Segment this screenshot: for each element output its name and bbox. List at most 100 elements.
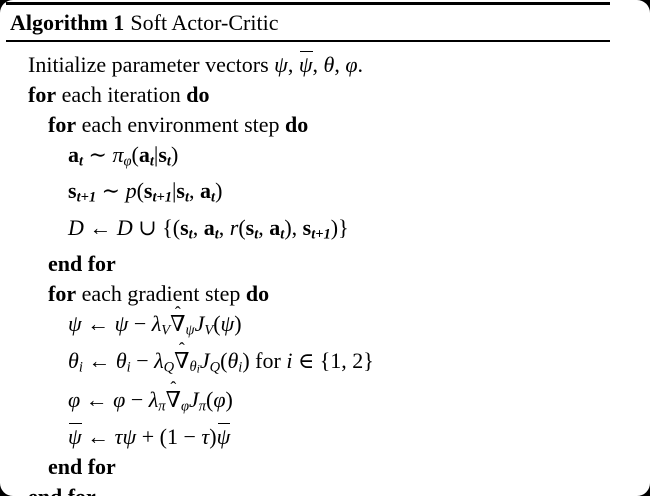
text-run: ψ: [274, 52, 288, 77]
math-segment: V: [161, 323, 170, 339]
math-segment: t+1: [311, 226, 331, 242]
text-run: ←: [81, 423, 115, 449]
math-segment: t: [211, 190, 215, 206]
math-segment: (: [206, 387, 213, 412]
text-run: do: [285, 112, 309, 137]
text-run: J: [188, 387, 199, 413]
text-run: s: [158, 142, 167, 167]
math-segment: st: [180, 215, 193, 242]
subscript: t: [211, 190, 215, 206]
math-segment: JV: [194, 311, 214, 339]
math-segment: ψ: [186, 323, 195, 339]
hat-accented-symbol: ∇ˆ: [170, 302, 186, 337]
math-segment: (: [132, 142, 139, 167]
subscript: i: [79, 359, 83, 375]
text-run: ): [209, 423, 217, 449]
math-segment: θi: [190, 359, 200, 376]
math-segment: ψ: [68, 422, 82, 452]
text-run: D: [116, 214, 133, 240]
text-run: ←: [83, 214, 117, 240]
text-run: ),: [284, 214, 303, 240]
math-segment: ψ: [217, 422, 230, 449]
subscript: t+1: [311, 226, 331, 242]
text-run: t: [254, 226, 259, 243]
math-segment: ←: [82, 424, 115, 449]
text-run: i: [196, 363, 200, 377]
text-run: do: [245, 281, 270, 307]
subscript: θi: [190, 359, 200, 376]
text-run: θ: [323, 52, 335, 77]
text-run: each iteration: [56, 82, 187, 107]
math-segment: each environment step: [76, 112, 285, 137]
algorithm-line: end for: [0, 482, 650, 496]
math-segment: θi: [116, 348, 131, 375]
math-segment: end for: [48, 454, 116, 479]
math-segment: st: [245, 214, 259, 243]
text-run: (: [238, 214, 246, 240]
math-segment: )}: [331, 215, 349, 240]
math-segment: −: [131, 348, 154, 373]
text-run: −: [128, 311, 152, 337]
text-run: ψ: [185, 322, 195, 339]
math-segment: (: [220, 348, 227, 373]
math-segment: at: [269, 215, 285, 243]
subscript: t: [215, 226, 219, 242]
algorithm-line: D ← D ∪ {(st, at, r(st, at), st+1)}: [0, 213, 650, 249]
math-segment: end for: [48, 251, 116, 276]
text-run: −: [125, 387, 149, 413]
subscript: i: [238, 359, 242, 375]
math-segment: φ: [124, 153, 132, 169]
text-run: s: [302, 214, 312, 240]
text-run: s: [245, 214, 255, 240]
subscript: V: [204, 323, 213, 339]
math-segment: i: [79, 359, 83, 375]
subscript: t: [189, 226, 193, 242]
math-segment: .: [357, 52, 363, 77]
math-segment: for: [48, 281, 76, 306]
bar-accented-symbol: ψ: [68, 422, 82, 452]
math-segment: r: [230, 215, 239, 240]
subscript: φ: [181, 399, 189, 415]
math-segment: Q: [210, 359, 220, 375]
hat-accent: ˆ: [178, 339, 185, 360]
subscript: ψ: [186, 323, 195, 339]
math-segment: V: [204, 323, 213, 339]
algorithm-line: for each gradient step do: [0, 279, 650, 309]
text-run: ψ: [68, 311, 82, 337]
math-segment: ): [226, 387, 233, 412]
math-segment: st+1: [144, 178, 172, 205]
text-run: end for: [28, 484, 96, 496]
text-run: t: [280, 226, 285, 243]
math-segment: ∪ {(: [133, 215, 180, 240]
text-run: i: [286, 347, 293, 373]
math-segment: t: [189, 226, 193, 242]
math-segment: t+1: [77, 190, 97, 206]
text-run: V: [161, 322, 171, 339]
text-run: i: [238, 359, 243, 376]
math-segment: ψ: [221, 311, 235, 336]
math-segment: D: [68, 215, 84, 240]
math-segment: i: [197, 363, 200, 376]
subscript: t+1: [77, 190, 97, 206]
math-segment: t: [167, 153, 171, 169]
hat-accented-symbol: ∇ˆ: [165, 378, 181, 413]
text-run: J: [194, 311, 205, 337]
text-run: Q: [163, 359, 175, 376]
text-run: ,: [334, 52, 346, 77]
math-segment: ),: [284, 215, 302, 240]
text-run: each gradient step: [76, 281, 246, 307]
text-run: −: [130, 347, 155, 373]
algorithm-title: Soft Actor-Critic: [130, 10, 279, 35]
math-segment: −: [125, 387, 148, 412]
bar-accented-symbol: ψ: [299, 50, 313, 80]
math-segment: ,: [334, 52, 345, 77]
math-segment: λπ: [149, 387, 166, 414]
text-run: V: [204, 322, 214, 339]
math-segment: each iteration: [56, 82, 186, 107]
text-run: (: [206, 387, 214, 413]
